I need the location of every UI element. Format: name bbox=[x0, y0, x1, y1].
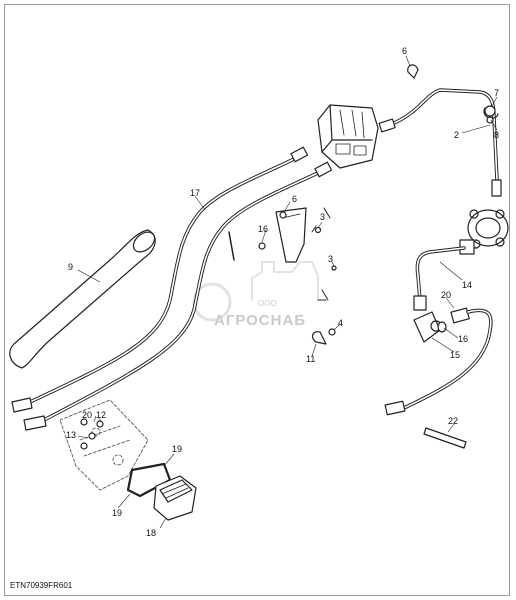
callout-3-lower: 3 bbox=[328, 254, 333, 264]
callout-7: 8 bbox=[494, 130, 499, 140]
callout-5: 6 bbox=[292, 194, 297, 204]
callout-19-lower: 19 bbox=[112, 508, 122, 518]
leader-lines bbox=[77, 55, 498, 529]
reference-code: ETN70939FR601 bbox=[10, 581, 73, 590]
callout-14: 15 bbox=[450, 350, 460, 360]
clip-9 bbox=[311, 328, 336, 345]
watermark-prefix: ООО bbox=[258, 299, 277, 308]
watermark: ООО АГРОСНАБ bbox=[214, 299, 306, 329]
rod-22 bbox=[423, 427, 467, 449]
clip-6 bbox=[407, 64, 499, 124]
callout-22: 22 bbox=[448, 416, 458, 426]
hose-21 bbox=[384, 307, 493, 416]
callout-8: 9 bbox=[68, 262, 73, 272]
lower-bracket-assembly bbox=[59, 399, 149, 491]
callout-2: 2 bbox=[454, 130, 459, 140]
callout-4: 4 bbox=[338, 318, 343, 328]
callout-20: 20 bbox=[82, 410, 92, 420]
watermark-name: АГРОСНАБ bbox=[214, 312, 306, 329]
callout-21: 20 bbox=[441, 290, 451, 300]
hose-13 bbox=[413, 246, 466, 311]
callout-16: 16 bbox=[258, 224, 268, 234]
diagram-frame bbox=[4, 4, 510, 596]
callout-labels: 6 7 8 2 17 6 16 3 3 9 14 20 16 15 4 11 2… bbox=[66, 46, 499, 538]
callout-12: 13 bbox=[66, 430, 76, 440]
callout-9: 11 bbox=[306, 354, 315, 364]
callout-3-upper: 3 bbox=[320, 212, 325, 222]
seal-19 bbox=[126, 462, 172, 498]
lower-bracket-fasteners bbox=[80, 418, 104, 450]
callout-6-top: 6 bbox=[402, 46, 407, 56]
callout-18: 18 bbox=[146, 528, 156, 538]
valve-block bbox=[317, 104, 379, 169]
mounting-bracket bbox=[228, 207, 337, 301]
callout-19-upper: 19 bbox=[172, 444, 182, 454]
hose-pair-16-17 bbox=[11, 146, 333, 431]
hose-2 bbox=[378, 88, 502, 197]
pump-housing bbox=[459, 209, 509, 255]
callout-15: 16 bbox=[458, 334, 468, 344]
callout-13: 14 bbox=[462, 280, 472, 290]
callout-6-right: 7 bbox=[494, 88, 499, 98]
callout-17: 17 bbox=[190, 188, 200, 198]
protective-sleeve-8 bbox=[9, 229, 156, 369]
callout-11: 12 bbox=[96, 410, 106, 420]
elbow-fitting-14 bbox=[413, 311, 447, 343]
control-module-18 bbox=[153, 475, 197, 521]
